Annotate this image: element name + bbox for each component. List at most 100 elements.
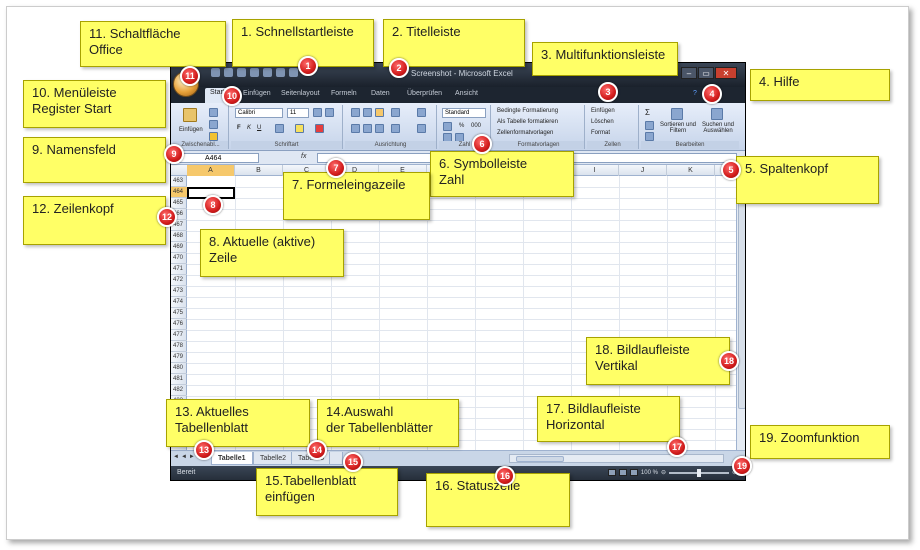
row-header[interactable]: 463: [171, 176, 187, 187]
shrink-font-icon[interactable]: [325, 108, 334, 117]
row-header[interactable]: 466: [171, 209, 187, 220]
paste-icon[interactable]: [183, 108, 197, 122]
percent-button[interactable]: %: [459, 123, 465, 129]
tab-ueberpruefen[interactable]: Überprüfen: [407, 90, 443, 97]
tab-daten[interactable]: Daten: [371, 90, 390, 97]
vertical-scrollbar[interactable]: [736, 165, 745, 450]
save-icon[interactable]: [211, 68, 220, 77]
insert-function-button[interactable]: fx: [301, 153, 307, 160]
font-size-select[interactable]: 11: [287, 108, 309, 118]
align-right-icon[interactable]: [375, 124, 384, 133]
bold-button[interactable]: F: [237, 125, 241, 131]
row-header[interactable]: 478: [171, 341, 187, 352]
format-cells-button[interactable]: Format: [591, 130, 611, 136]
row-header[interactable]: 471: [171, 264, 187, 275]
row-header[interactable]: 468: [171, 231, 187, 242]
cell-styles-button[interactable]: Zellenformatvorlagen: [497, 130, 554, 136]
sheet-tab-tabelle2[interactable]: Tabelle2: [253, 452, 294, 465]
clear-icon[interactable]: [645, 132, 654, 141]
column-header[interactable]: K: [667, 165, 715, 176]
row-header[interactable]: 479: [171, 352, 187, 363]
align-center-icon[interactable]: [363, 124, 372, 133]
row-header[interactable]: 464: [171, 187, 187, 198]
find-select-button[interactable]: Suchen und Auswählen: [701, 122, 735, 134]
row-header[interactable]: 474: [171, 297, 187, 308]
row-header[interactable]: 467: [171, 220, 187, 231]
sort-filter-icon[interactable]: [671, 108, 683, 120]
name-box[interactable]: A464: [179, 153, 259, 163]
zoom-level[interactable]: 100 %: [640, 469, 658, 476]
row-header[interactable]: 475: [171, 308, 187, 319]
sheet-tab-tabelle1[interactable]: Tabelle1: [211, 452, 253, 465]
tab-seitenlayout[interactable]: Seitenlayout: [281, 90, 320, 97]
normal-view-icon[interactable]: [607, 469, 616, 476]
column-header[interactable]: J: [619, 165, 667, 176]
column-header[interactable]: B: [235, 165, 283, 176]
close-button[interactable]: ✕: [715, 67, 737, 79]
row-header[interactable]: 476: [171, 319, 187, 330]
undo-icon[interactable]: [224, 68, 233, 77]
row-header[interactable]: 473: [171, 286, 187, 297]
tab-formeln[interactable]: Formeln: [331, 90, 357, 97]
scroll-thumb[interactable]: [738, 179, 745, 409]
merge-icon[interactable]: [417, 124, 426, 133]
row-header[interactable]: 477: [171, 330, 187, 341]
insert-cells-button[interactable]: Einfügen: [591, 108, 615, 114]
print-icon[interactable]: [263, 68, 272, 77]
italic-button[interactable]: K: [247, 125, 252, 131]
indent-icon[interactable]: [391, 124, 400, 133]
align-bottom-icon[interactable]: [375, 108, 384, 117]
maximize-button[interactable]: ▭: [698, 67, 714, 79]
find-select-icon[interactable]: [711, 108, 723, 120]
paste-button[interactable]: Einfügen: [179, 127, 203, 133]
page-layout-view-icon[interactable]: [618, 469, 627, 476]
column-header[interactable]: E: [379, 165, 427, 176]
tab-ansicht[interactable]: Ansicht: [455, 90, 478, 97]
column-header[interactable]: I: [571, 165, 619, 176]
minimize-button[interactable]: –: [681, 67, 697, 79]
redo-icon[interactable]: [237, 68, 246, 77]
fill-icon[interactable]: [645, 121, 654, 130]
row-header[interactable]: 470: [171, 253, 187, 264]
currency-icon[interactable]: [443, 122, 452, 131]
column-header[interactable]: D: [331, 165, 379, 176]
tab-einfuegen[interactable]: Einfügen: [243, 90, 271, 97]
scroll-thumb[interactable]: [516, 456, 564, 462]
wrap-text-icon[interactable]: [417, 108, 426, 117]
cut-icon[interactable]: [209, 108, 218, 117]
zoom-slider-knob[interactable]: [696, 468, 701, 477]
conditional-formatting-button[interactable]: Bedingte Formatierung: [497, 108, 559, 114]
delete-cells-button[interactable]: Löschen: [591, 119, 614, 125]
align-top-icon[interactable]: [351, 108, 360, 117]
align-left-icon[interactable]: [351, 124, 360, 133]
zoom-slider[interactable]: [668, 468, 729, 477]
spellcheck-icon[interactable]: [289, 68, 298, 77]
insert-sheet-button[interactable]: [329, 452, 343, 465]
number-format-select[interactable]: Standard: [442, 108, 486, 118]
sheet-nav-buttons[interactable]: ◄◄►►: [173, 454, 205, 460]
row-header[interactable]: 482: [171, 385, 187, 396]
copy-icon[interactable]: [209, 120, 218, 129]
row-header[interactable]: 472: [171, 275, 187, 286]
preview-icon[interactable]: [276, 68, 285, 77]
grow-font-icon[interactable]: [313, 108, 322, 117]
underline-button[interactable]: U: [257, 125, 262, 131]
sort-filter-button[interactable]: Sortieren und Filtern: [659, 122, 697, 134]
thousands-button[interactable]: 000: [471, 123, 482, 129]
format-as-table-button[interactable]: Als Tabelle formatieren: [497, 119, 558, 125]
zoom-out-icon[interactable]: ⊖: [660, 470, 666, 476]
font-name-select[interactable]: Calibri: [235, 108, 283, 118]
row-header[interactable]: 480: [171, 363, 187, 374]
autosum-button[interactable]: Σ: [645, 108, 650, 117]
row-header[interactable]: 465: [171, 198, 187, 209]
align-middle-icon[interactable]: [363, 108, 372, 117]
row-header[interactable]: 481: [171, 374, 187, 385]
page-break-view-icon[interactable]: [629, 469, 638, 476]
font-color-icon[interactable]: [315, 124, 324, 133]
horizontal-scrollbar[interactable]: [509, 454, 724, 463]
format-painter-icon[interactable]: [209, 132, 218, 141]
fill-color-icon[interactable]: [295, 124, 304, 133]
open-icon[interactable]: [250, 68, 259, 77]
column-header[interactable]: A: [187, 165, 235, 176]
orientation-icon[interactable]: [391, 108, 400, 117]
